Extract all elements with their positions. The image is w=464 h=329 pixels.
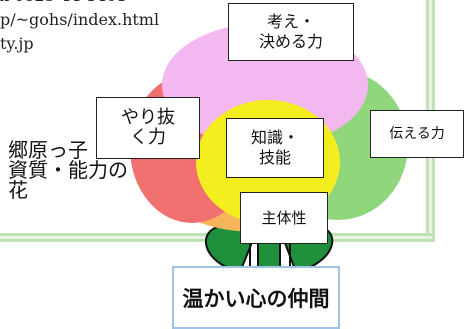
label-knowledge-line-2: 技能 (258, 148, 291, 167)
flower-title-line-3: 花 (8, 178, 28, 202)
label-initiative-line-1: 主体性 (261, 208, 307, 227)
label-knowledge-line-1: 知識・ (250, 128, 299, 147)
label-communicate-line-1: 伝える力 (389, 125, 445, 142)
flower-title-line-1: 郷原っ子 (8, 138, 88, 162)
label-think-decide-line-1: 考え・ (266, 12, 315, 31)
footer-warm-heart-box: 温かい心の仲間 (172, 266, 340, 329)
label-communicate: 伝える力 (370, 110, 464, 158)
label-persevere-line-2: く力 (130, 127, 166, 148)
flower-title-line-2: 資質・能力の (8, 158, 128, 182)
label-initiative: 主体性 (240, 192, 328, 244)
footer-warm-heart-label: 温かい心の仲間 (182, 286, 330, 311)
label-think-decide: 考え・ 決める力 (228, 3, 354, 61)
label-think-decide-line-2: 決める力 (258, 32, 323, 51)
flower-title: 郷原っ子 資質・能力の 花 (8, 140, 128, 200)
contact-line-url: p/~gohs/index.html (0, 10, 160, 29)
label-persevere: やり抜 く力 (96, 97, 200, 159)
label-persevere-line-1: やり抜 (121, 107, 175, 128)
contact-line-fax: x 0823-44-1401 (0, 0, 159, 8)
contact-line-domain: ty.jp (0, 34, 34, 53)
label-knowledge: 知識・ 技能 (226, 118, 324, 178)
page-text-contact: x 0823-44-1401 p/~gohs/index.html ty.jp (0, 0, 159, 56)
